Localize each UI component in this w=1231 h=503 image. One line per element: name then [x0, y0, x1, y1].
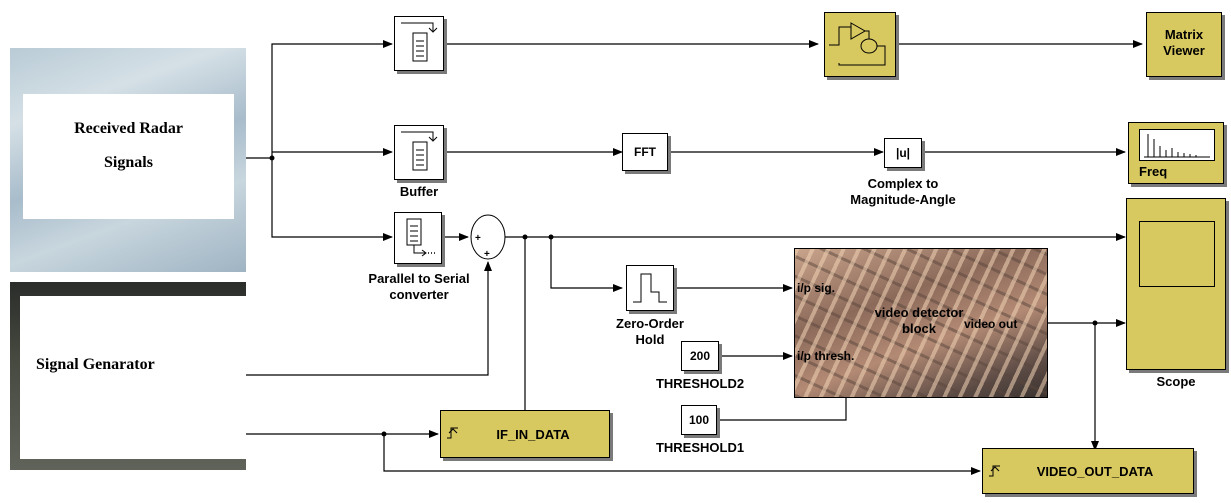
- threshold1-constant-block[interactable]: 100: [681, 405, 717, 435]
- if-in-data-block[interactable]: IF_IN_DATA: [440, 410, 610, 458]
- radar-label-line1: Received Radar: [74, 120, 183, 137]
- scope-block[interactable]: [1126, 198, 1226, 370]
- line-to-buffer-top: [271, 40, 393, 158]
- gain-block[interactable]: [824, 12, 896, 77]
- signal-generator-block[interactable]: Signal Genarator: [10, 282, 246, 470]
- detector-input-port-threshold: i/p thresh.: [797, 349, 855, 363]
- trigger-icon: [447, 427, 458, 439]
- complex-to-magnitude-block[interactable]: |u|: [884, 138, 922, 168]
- scope-label: Scope: [1156, 374, 1196, 389]
- detector-title-line2: block: [902, 321, 936, 336]
- parallel-to-serial-label-line1: Parallel to Serial: [368, 271, 470, 286]
- svg-text:+: +: [484, 249, 490, 260]
- threshold2-constant-block[interactable]: 200: [681, 341, 719, 371]
- buffer-label: Buffer: [399, 184, 439, 199]
- matrix-viewer-text-line1: Matrix: [1164, 27, 1204, 42]
- detector-output-port: video out: [964, 317, 1018, 331]
- signal-generator-label: Signal Genarator: [36, 356, 155, 373]
- parallel-to-serial-block[interactable]: [394, 212, 442, 264]
- threshold1-label: THRESHOLD1: [655, 440, 745, 455]
- threshold1-value: 100: [688, 413, 710, 427]
- fft-block[interactable]: FFT: [622, 133, 668, 171]
- if-in-data-text: IF_IN_DATA: [496, 427, 570, 442]
- trigger-icon: [989, 465, 1000, 477]
- buffer-icon: [401, 22, 438, 62]
- signal-generator-label-box: Signal Genarator: [20, 296, 246, 459]
- radar-label-line2: Signals: [104, 154, 153, 171]
- buffer-icon: [401, 131, 438, 171]
- complex-to-magnitude-label-line1: Complex to: [867, 176, 939, 191]
- parallel-to-serial-label-line2: converter: [389, 287, 449, 302]
- zero-order-hold-block[interactable]: [626, 265, 674, 311]
- zoh-icon: [633, 273, 667, 303]
- received-radar-signals-block[interactable]: Received Radar Signals: [10, 48, 246, 272]
- line-sum-to-zoh: [550, 237, 623, 292]
- threshold2-value: 200: [689, 349, 711, 363]
- detector-input-port-signal: i/p sig.: [797, 281, 836, 295]
- line-siggen-to-sum: [246, 261, 492, 376]
- radar-label-box: Received Radar Signals: [23, 94, 234, 219]
- line-th1-to-detector: [718, 396, 847, 421]
- sum-block[interactable]: + +: [468, 212, 508, 262]
- complex-to-magnitude-label-line2: Magnitude-Angle: [850, 192, 956, 207]
- line-branch-to-videoout: [383, 434, 981, 475]
- buffer-block[interactable]: [394, 125, 444, 180]
- video-out-data-text: VIDEO_OUT_DATA: [1036, 464, 1154, 479]
- freq-label: Freq: [1139, 164, 1168, 179]
- unbuffer-icon: [406, 218, 435, 257]
- spectrum-icon: [1144, 134, 1210, 158]
- gain-icon: [829, 22, 886, 66]
- scope-screen: [1139, 221, 1215, 287]
- zero-order-hold-label-line2: Hold: [635, 332, 665, 347]
- zero-order-hold-label-line1: Zero-Order: [616, 316, 684, 331]
- threshold2-label: THRESHOLD2: [655, 376, 745, 391]
- abs-text: |u|: [895, 146, 911, 160]
- freq-display: [1139, 129, 1215, 161]
- detector-title-line1: video detector: [874, 305, 964, 320]
- video-detector-block[interactable]: i/p sig. i/p thresh. video out video det…: [794, 248, 1048, 398]
- line-to-p2s: [271, 158, 393, 241]
- matrix-viewer-text-line2: Viewer: [1163, 43, 1205, 58]
- matrix-viewer-block[interactable]: Matrix Viewer: [1146, 12, 1222, 77]
- buffer-top-block[interactable]: [394, 16, 444, 71]
- video-out-data-block[interactable]: VIDEO_OUT_DATA: [982, 448, 1194, 494]
- fft-text: FFT: [634, 145, 656, 159]
- svg-text:+: +: [475, 233, 481, 244]
- freq-spectrum-block[interactable]: Freq: [1128, 122, 1224, 184]
